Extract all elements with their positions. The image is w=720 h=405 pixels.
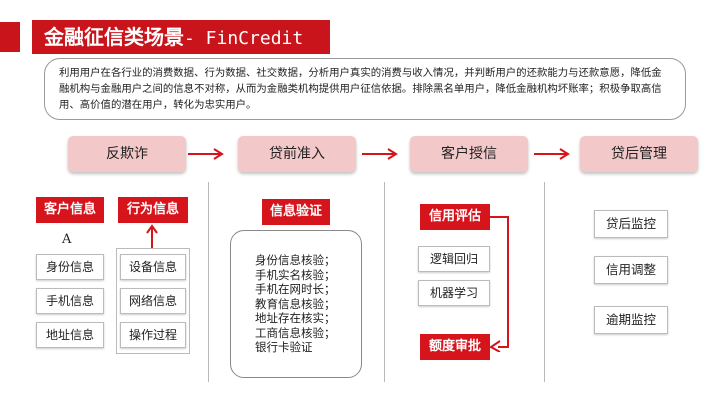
- post-loan-item: 逾期监控: [594, 306, 668, 334]
- stray-mark: A: [62, 232, 72, 247]
- verification-item: 手机在网时长；: [255, 282, 336, 296]
- verification-list: 身份信息核验； 手机实名核验； 手机在网时长； 教育信息核验； 地址存在核实； …: [230, 230, 362, 378]
- stage-anti-fraud: 反欺诈: [68, 136, 186, 172]
- stage-post-loan-management: 贷后管理: [580, 136, 698, 172]
- column-divider: [208, 182, 209, 382]
- verification-item: 手机实名核验；: [255, 267, 336, 282]
- behavior-info-item: 设备信息: [120, 254, 186, 280]
- page-title: 金融征信类场景- FinCredit: [32, 20, 330, 54]
- customer-info-tag: 客户信息: [36, 197, 104, 223]
- behavior-info-tag: 行为信息: [118, 197, 188, 223]
- verification-item: 银行卡验证: [255, 340, 313, 354]
- verification-item: 工商信息核验；: [255, 325, 336, 340]
- description-box: 利用用户在各行业的消费数据、行为数据、社交数据，分析用户真实的消费与收入情况，并…: [44, 58, 686, 120]
- arrow-right-icon: [362, 148, 398, 160]
- flow-arrow-icon: [489, 216, 509, 352]
- page-title-cn: 金融征信类场景: [44, 25, 184, 49]
- header-accent-tab: [0, 22, 20, 52]
- description-text: 利用用户在各行业的消费数据、行为数据、社交数据，分析用户真实的消费与收入情况，并…: [59, 67, 662, 111]
- post-loan-item: 信用调整: [594, 256, 668, 284]
- credit-evaluation-tag: 信用评估: [420, 204, 490, 230]
- limit-approval-tag: 额度审批: [420, 334, 490, 360]
- credit-model-item: 机器学习: [418, 280, 490, 306]
- verification-item: 教育信息核验；: [255, 296, 336, 311]
- stage-pre-loan-access: 贷前准入: [238, 136, 356, 172]
- credit-model-item: 逻辑回归: [418, 246, 490, 272]
- post-loan-item: 贷后监控: [594, 210, 668, 238]
- customer-info-item: 地址信息: [36, 322, 104, 348]
- verification-item: 地址存在核实；: [255, 311, 336, 325]
- arrow-up-icon: [146, 224, 158, 248]
- column-divider: [544, 182, 545, 382]
- verification-item: 身份信息核验；: [255, 253, 336, 267]
- customer-info-item: 身份信息: [36, 254, 104, 280]
- stage-customer-credit: 客户授信: [410, 136, 528, 172]
- behavior-info-item: 网络信息: [120, 288, 186, 314]
- arrow-right-icon: [188, 148, 224, 160]
- behavior-info-item: 操作过程: [120, 322, 186, 348]
- arrow-right-icon: [534, 148, 570, 160]
- column-divider: [384, 182, 385, 382]
- customer-info-item: 手机信息: [36, 288, 104, 314]
- behavior-info-group: [116, 248, 190, 354]
- info-verification-tag: 信息验证: [262, 199, 330, 225]
- page-title-en: - FinCredit: [184, 28, 304, 49]
